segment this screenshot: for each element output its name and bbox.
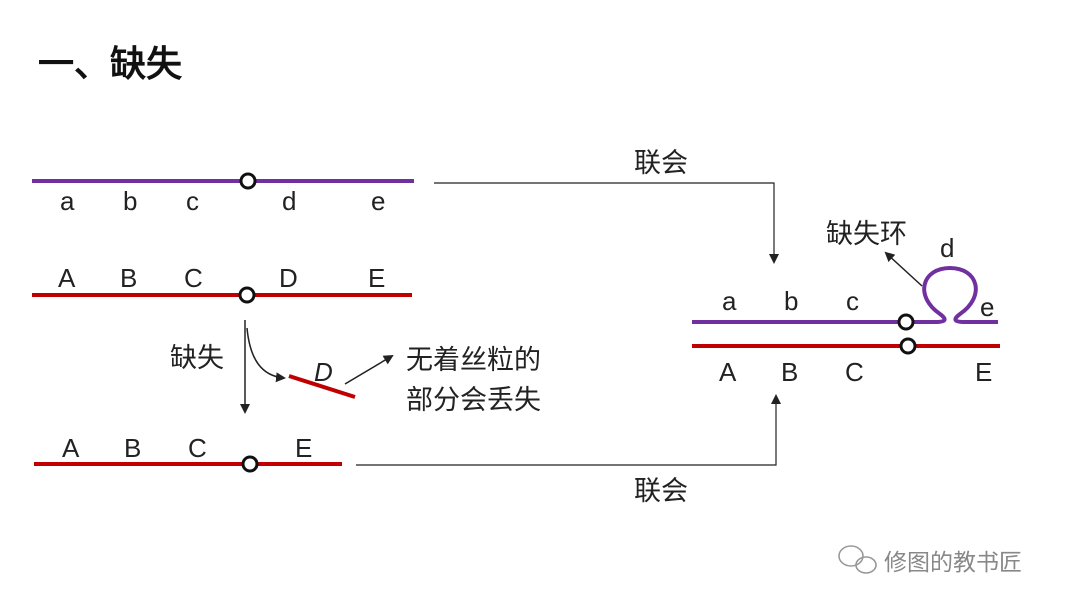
paired-gene-A: A — [719, 357, 737, 387]
fragment-gene-D: D — [314, 357, 333, 387]
fragment-curve-arrow — [246, 327, 286, 383]
deleted-gene-A: A — [62, 433, 80, 463]
deleted-gene-B: B — [124, 433, 141, 463]
wechat-icon — [838, 545, 877, 574]
loop-arrow — [884, 251, 923, 287]
centromere-purple — [239, 172, 257, 190]
gene-A: A — [58, 263, 76, 293]
gene-b: b — [123, 186, 137, 216]
page-title: 一、缺失 — [38, 44, 183, 85]
paired-gene-b: b — [784, 286, 798, 316]
synapsis-arrow-top — [434, 182, 779, 264]
gene-D: D — [279, 263, 298, 293]
deletion-loop-label: 缺失环 — [826, 219, 907, 250]
paired-centromere-red — [899, 337, 917, 355]
watermark-text: 修图的教书匠 — [884, 550, 1022, 576]
synapsis-label-top: 联会 — [634, 148, 688, 179]
gene-a: a — [60, 186, 75, 216]
deletion-label: 缺失 — [170, 343, 224, 374]
gene-B: B — [120, 263, 137, 293]
paired-gene-c: c — [846, 286, 859, 316]
paired-gene-E: E — [975, 357, 992, 387]
paired-gene-a: a — [722, 286, 737, 316]
lost-text-line2: 部分会丢失 — [406, 385, 541, 416]
paired-centromere-purple — [897, 313, 915, 331]
paired-gene-e: e — [980, 292, 994, 322]
gene-e: e — [371, 186, 385, 216]
centromere-deleted — [241, 455, 259, 473]
synapsis-arrow-bottom — [356, 394, 781, 466]
deleted-gene-E: E — [295, 433, 312, 463]
paired-gene-C: C — [845, 357, 864, 387]
lost-text-line1: 无着丝粒的 — [406, 345, 541, 376]
gene-C: C — [184, 263, 203, 293]
gene-d: d — [282, 186, 296, 216]
centromere-red — [238, 286, 256, 304]
deleted-gene-C: C — [188, 433, 207, 463]
gene-E: E — [368, 263, 385, 293]
paired-purple-with-loop — [692, 265, 998, 324]
lost-explanation-arrow — [344, 354, 394, 385]
synapsis-label-bottom: 联会 — [634, 476, 688, 507]
gene-c: c — [186, 186, 199, 216]
paired-gene-B: B — [781, 357, 798, 387]
lost-fragment — [288, 374, 356, 399]
loop-gene-d: d — [940, 233, 954, 263]
